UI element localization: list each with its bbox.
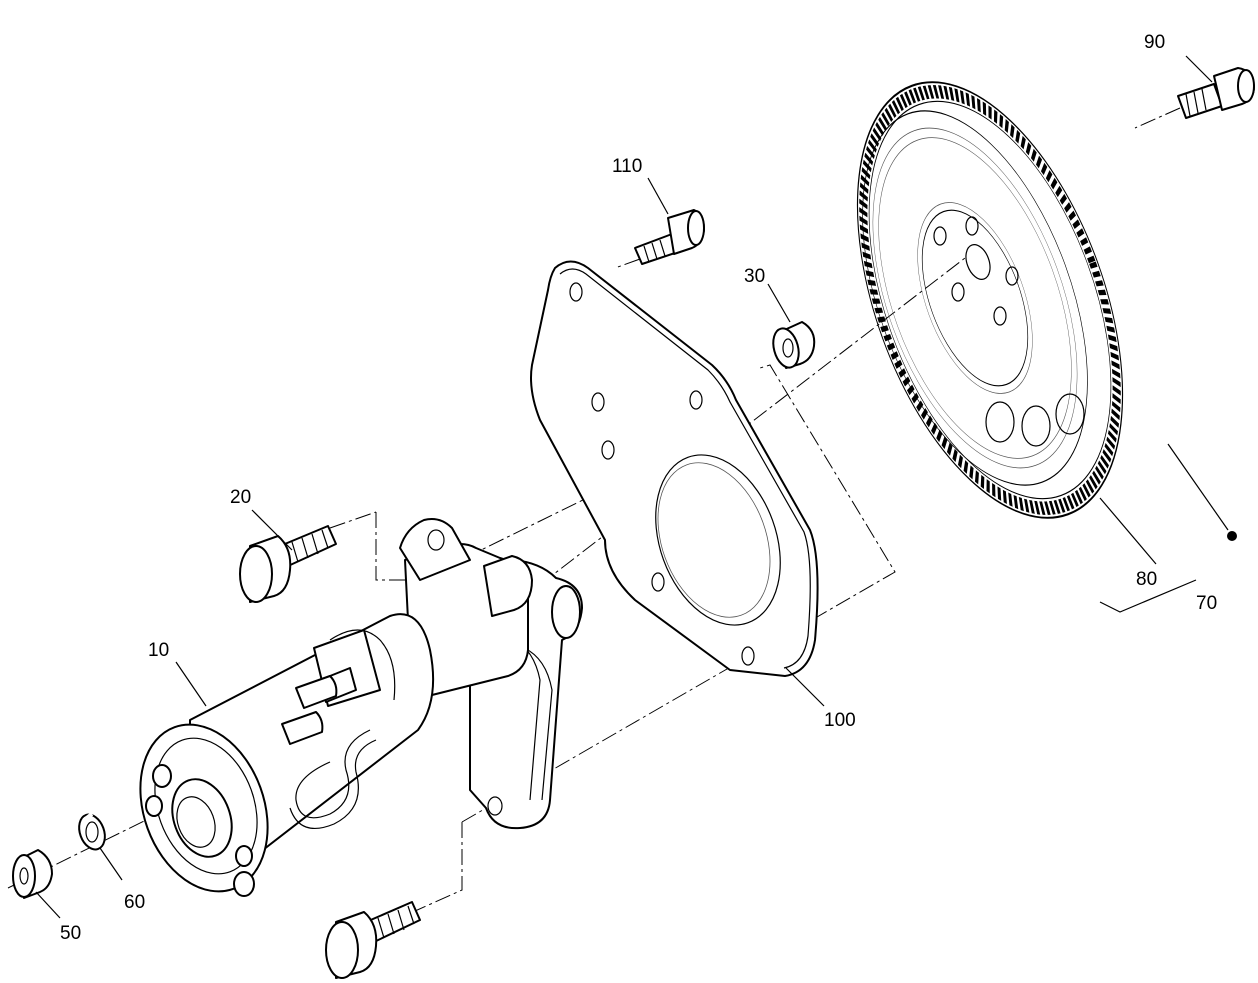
- flywheel-pocket: [1021, 405, 1051, 447]
- flywheel-face: [862, 110, 1088, 486]
- end-cap-bolt: [235, 845, 253, 867]
- plate-bore: [655, 454, 781, 626]
- end-cap-bolt: [145, 795, 163, 817]
- assembly-dot: [1227, 531, 1237, 541]
- callout-90: 90: [1144, 32, 1165, 53]
- lock-washer-60: [78, 812, 106, 851]
- flywheel-hole: [965, 216, 979, 236]
- callout-labels: 110 90 30 20 10 60 50 100 80 70: [60, 32, 1217, 944]
- starter-bolt-20: [239, 525, 337, 603]
- adapter-plate: [530, 260, 819, 677]
- plate-bolt-110: [634, 209, 705, 265]
- starter-cable: [295, 729, 371, 819]
- callout-110: 110: [612, 156, 642, 177]
- flywheel-bolt-90: [1177, 67, 1255, 119]
- flywheel-pocket: [985, 401, 1015, 443]
- callout-100: 100: [824, 710, 856, 731]
- plate-hole: [601, 440, 615, 460]
- starter-motor: [139, 518, 583, 897]
- leader-lines: [35, 55, 1237, 919]
- crank-bore: [965, 244, 991, 280]
- callout-20: 20: [230, 487, 251, 508]
- flywheel-hole: [933, 226, 947, 246]
- callout-30: 30: [744, 266, 765, 287]
- plate-hole: [741, 646, 755, 666]
- nut-50: [12, 849, 53, 899]
- flywheel-pocket: [1055, 393, 1085, 435]
- flywheel-hole: [951, 282, 965, 302]
- plate-hole: [651, 572, 665, 592]
- flywheel-hole: [1005, 266, 1019, 286]
- spacer-30: [772, 321, 816, 369]
- plate-hole: [591, 392, 605, 412]
- callout-10: 10: [148, 640, 169, 661]
- plate-hole: [569, 282, 583, 302]
- plate-hole: [689, 390, 703, 410]
- ring-gear-teeth: [856, 81, 1124, 519]
- flywheel: [856, 81, 1124, 519]
- flywheel-hole: [993, 306, 1007, 326]
- callout-50: 50: [60, 923, 81, 944]
- end-cap-bolt: [233, 871, 255, 897]
- callout-80: 80: [1136, 569, 1157, 590]
- callout-70: 70: [1196, 593, 1217, 614]
- starter-bolt-lower: [325, 901, 421, 979]
- callout-60: 60: [124, 892, 145, 913]
- end-cap-bolt: [152, 764, 172, 788]
